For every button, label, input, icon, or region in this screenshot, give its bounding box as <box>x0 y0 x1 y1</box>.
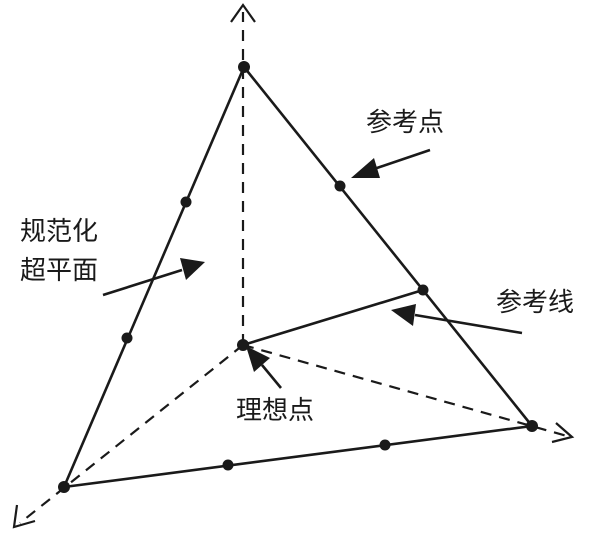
pointer-arrow-reference-line <box>391 304 523 335</box>
vertex-bottom-left <box>58 481 70 493</box>
pointer-arrow-reference-point <box>351 148 431 178</box>
pointer-arrow-hyperplane <box>102 258 205 297</box>
label-reference-line: 参考线 <box>496 288 575 318</box>
vertex-top <box>238 61 250 73</box>
reference-point <box>417 284 429 296</box>
reference-point <box>222 459 234 471</box>
pointer-arrow-ideal-point <box>246 346 283 389</box>
axis-left-arrowhead <box>12 504 36 529</box>
triangle-edge-bottom <box>63 424 533 489</box>
triangle-edge-right <box>242 66 534 427</box>
reference-line <box>242 288 424 347</box>
label-ideal-point: 理想点 <box>236 396 315 426</box>
label-normalized-hyperplane-line1: 规范化 <box>20 217 99 247</box>
vertex-bottom-right <box>526 420 538 432</box>
axis-vertical-arrowhead <box>230 3 256 23</box>
reference-point <box>180 196 192 208</box>
triangle-edge-left <box>62 66 246 488</box>
axis-left <box>19 344 244 524</box>
reference-point <box>334 180 346 192</box>
ideal-point <box>237 339 249 351</box>
reference-point <box>121 332 133 344</box>
label-reference-point: 参考点 <box>366 108 445 138</box>
axis-right-arrowhead <box>551 422 575 444</box>
label-normalized-hyperplane-line2: 超平面 <box>20 256 99 286</box>
reference-point <box>379 439 391 451</box>
